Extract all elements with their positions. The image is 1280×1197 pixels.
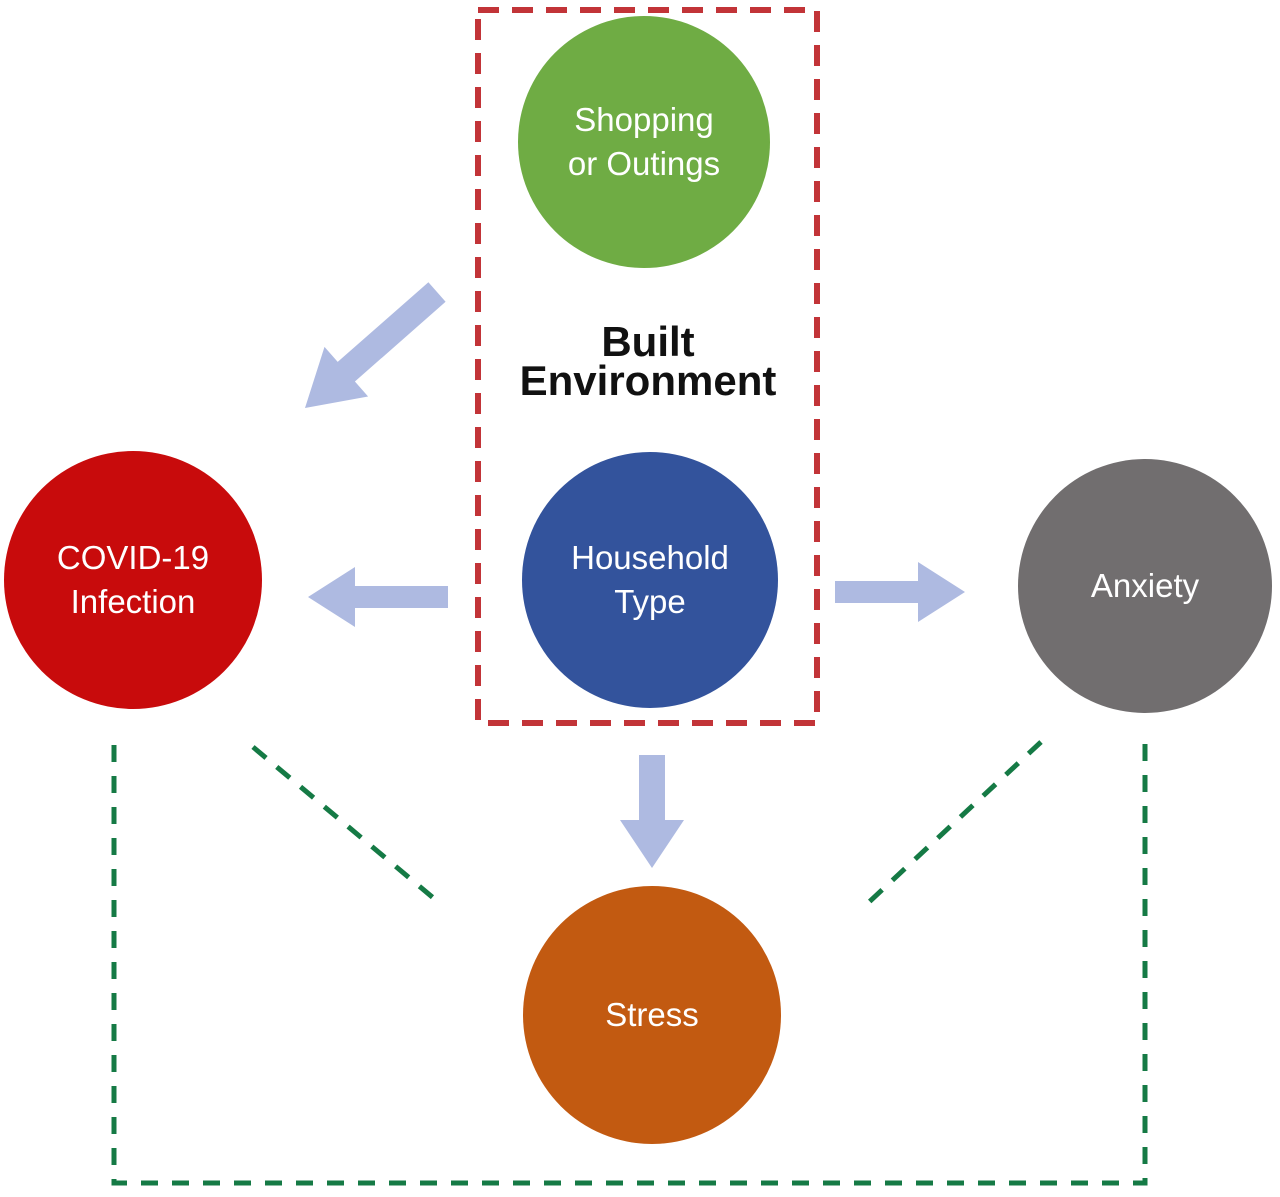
built-environment-group-box: [475, 7, 820, 726]
arrow-household-to-covid: [308, 567, 448, 627]
arrow-shopping-to-covid: [305, 282, 446, 408]
stress-circle: [523, 886, 781, 1144]
dashed-link-covid-stress: [251, 745, 439, 903]
arrows-group: [305, 282, 965, 868]
dashed-links-group: [111, 740, 1148, 1186]
shopping-circle: [518, 16, 770, 268]
dashed-link-anxiety-stress: [866, 740, 1043, 905]
covid-circle: [4, 451, 262, 709]
arrow-household-to-anxiety: [835, 562, 965, 622]
anxiety-circle: [1018, 459, 1272, 713]
dashed-link-covid-anxiety: [111, 741, 1148, 1186]
household-circle: [522, 452, 778, 708]
arrow-household-to-stress: [620, 755, 684, 868]
